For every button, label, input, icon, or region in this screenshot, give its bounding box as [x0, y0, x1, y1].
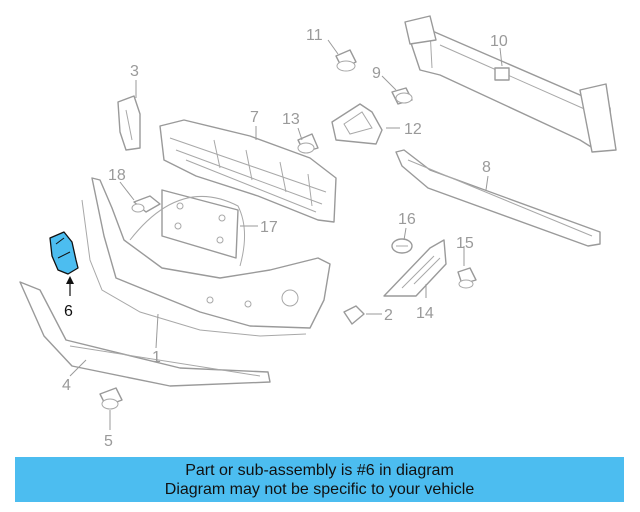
part-6-trim-cover-highlighted — [49, 231, 79, 275]
parts-diagram: 11 9 10 3 7 13 12 8 18 17 16 15 14 2 1 4… — [19, 15, 617, 450]
part-8-energy-absorber — [395, 149, 601, 247]
part-13-bolt — [297, 133, 319, 154]
callout-11: 11 — [306, 27, 323, 44]
part-7-grille — [159, 119, 337, 223]
info-banner: Part or sub-assembly is #6 in diagram Di… — [15, 457, 624, 502]
callout-9: 9 — [372, 65, 381, 82]
callout-18: 18 — [108, 167, 126, 184]
part-2-cover-cap — [343, 305, 365, 325]
callout-14: 14 — [416, 305, 434, 322]
callout-16: 16 — [398, 211, 416, 228]
callout-7: 7 — [250, 109, 259, 126]
callout-5: 5 — [104, 433, 113, 450]
part-17-license-plate-bracket — [161, 189, 239, 259]
part-5-bolt — [99, 387, 123, 410]
callout-12: 12 — [404, 121, 422, 138]
callout-3: 3 — [130, 63, 139, 80]
part-14-side-bracket — [383, 239, 447, 297]
callout-13: 13 — [282, 111, 300, 128]
banner-line-2: Diagram may not be specific to your vehi… — [164, 481, 475, 498]
leader-lines — [66, 39, 503, 430]
part-12-bracket — [331, 103, 383, 145]
part-16-fastener — [391, 238, 413, 254]
callout-8: 8 — [482, 159, 491, 176]
part-18-clip — [131, 195, 161, 213]
callout-1: 1 — [152, 349, 161, 366]
part-1-bumper-cover — [81, 177, 331, 337]
callout-15: 15 — [456, 235, 474, 252]
banner-line-1: Part or sub-assembly is #6 in diagram — [185, 462, 454, 479]
callout-4: 4 — [62, 377, 71, 394]
part-11-bolt — [335, 49, 357, 72]
part-10-reinforcement-bar — [404, 15, 617, 153]
callout-10: 10 — [490, 33, 508, 50]
callout-17: 17 — [260, 219, 278, 236]
callout-6-highlighted: 6 — [64, 303, 73, 320]
part-15-bolt — [457, 267, 477, 289]
part-4-spoiler — [19, 281, 271, 387]
part-9-bolt — [391, 87, 413, 105]
part-3-bracket — [117, 95, 141, 151]
callout-2: 2 — [384, 307, 393, 324]
